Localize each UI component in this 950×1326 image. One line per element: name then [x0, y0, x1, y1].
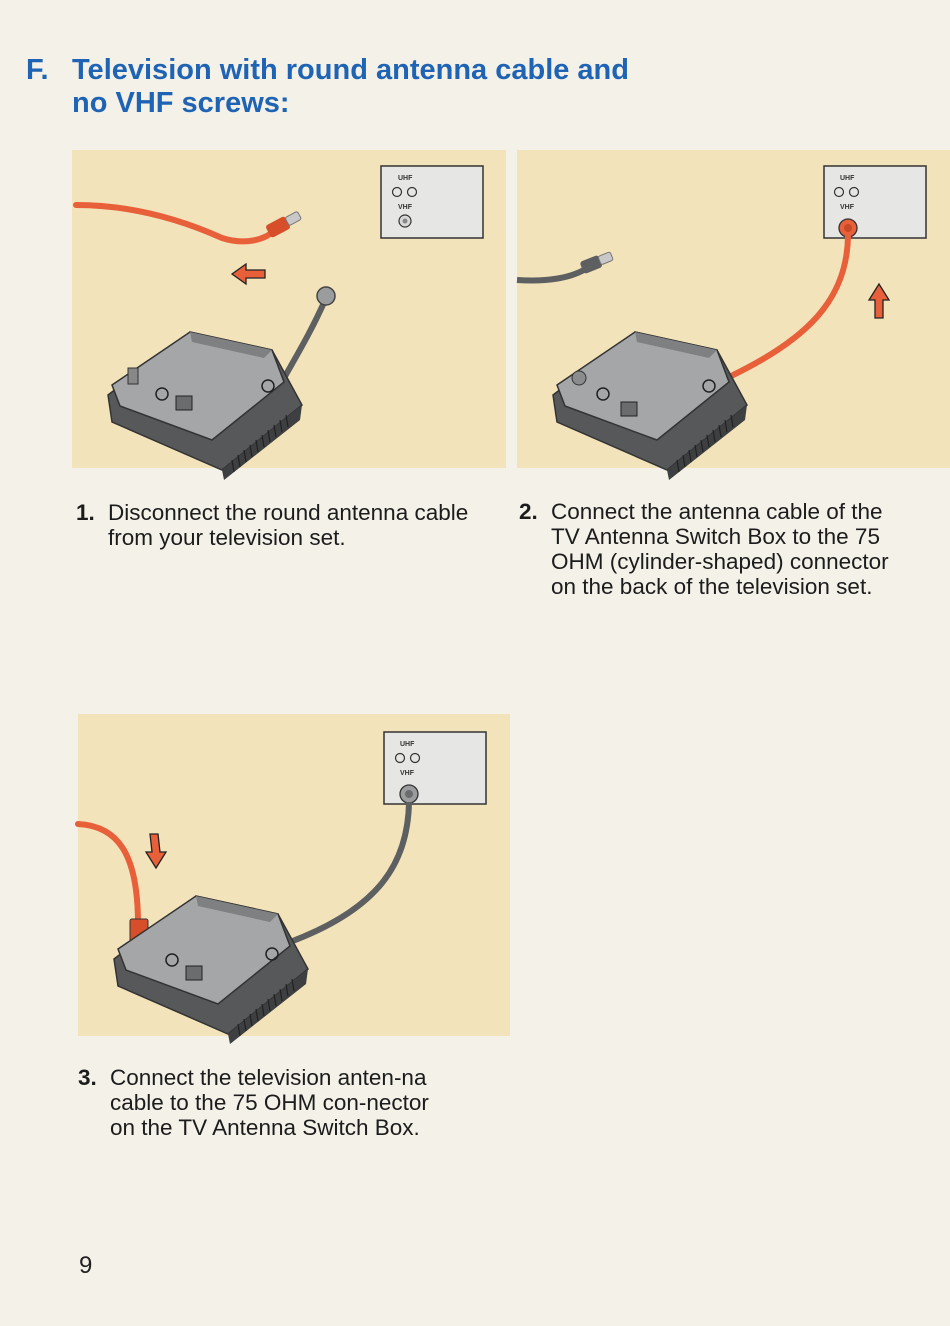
illustration-step-1: UHF VHF	[72, 150, 506, 480]
tv-antenna-cable	[75, 821, 149, 944]
uhf-label: UHF	[840, 175, 855, 182]
arrow-left-icon	[230, 262, 266, 286]
step-1-text: Disconnect the round antenna cable from …	[108, 500, 469, 550]
step-1: 1. Disconnect the round antenna cable fr…	[76, 500, 476, 550]
step-3-svg: UHF VHF	[75, 731, 487, 1044]
switch-box-illustration	[107, 331, 303, 480]
vhf-label: VHF	[840, 204, 855, 211]
switch-box-cable	[281, 296, 329, 380]
page-heading: F. Television with round antenna cable an…	[26, 54, 629, 120]
cable-plug	[316, 286, 336, 306]
step-2-number: 2.	[519, 499, 538, 524]
tv-antenna-cable	[73, 202, 302, 245]
step-3: 3. Connect the television anten-na cable…	[78, 1065, 458, 1140]
step-1-svg: UHF VHF	[73, 165, 484, 480]
vhf-label: VHF	[400, 770, 415, 777]
tv-connector-panel: UHF VHF	[380, 165, 484, 239]
section-letter: F.	[26, 54, 49, 86]
heading-line-1: Television with round antenna cable and	[72, 54, 629, 86]
switch-box-illustration	[113, 895, 309, 1044]
vhf-label: VHF	[398, 204, 413, 211]
step-2-svg: UHF VHF	[516, 165, 927, 480]
uhf-label: UHF	[400, 741, 415, 748]
step-2: 2. Connect the antenna cable of the TV A…	[519, 499, 909, 599]
heading-line-2: no VHF screws:	[72, 87, 290, 119]
tv-connector-panel: UHF VHF	[823, 165, 927, 239]
illustration-step-3: UHF VHF	[75, 714, 510, 1044]
step-2-text: Connect the antenna cable of the TV Ante…	[551, 499, 889, 599]
step-1-number: 1.	[76, 500, 95, 525]
step-3-text: Connect the television anten-na cable to…	[110, 1065, 429, 1140]
switch-box-illustration	[552, 331, 748, 480]
switch-box-cable	[288, 801, 412, 945]
arrow-down-icon	[144, 833, 168, 870]
page-number: 9	[79, 1252, 93, 1279]
tv-antenna-cable	[516, 251, 614, 284]
switch-box-cable	[724, 233, 851, 381]
step-3-number: 3.	[78, 1065, 97, 1090]
tv-connector-panel: UHF VHF	[383, 731, 487, 805]
illustration-step-2: UHF VHF	[516, 150, 950, 480]
arrow-up-icon	[867, 282, 891, 319]
uhf-label: UHF	[398, 175, 413, 182]
